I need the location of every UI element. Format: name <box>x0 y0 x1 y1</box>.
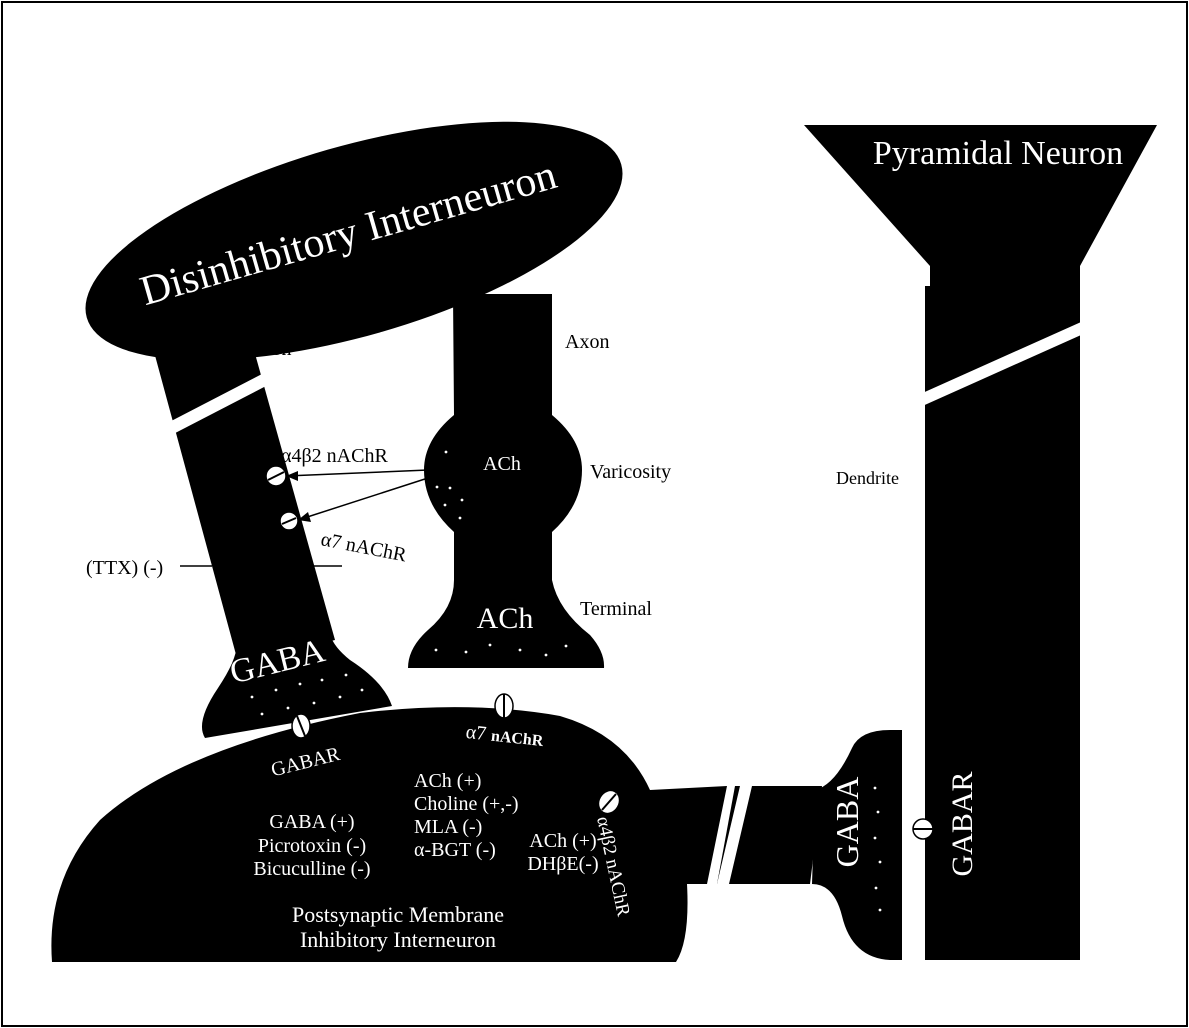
receptors <box>265 465 934 840</box>
a7-receptor-icon <box>279 511 299 531</box>
gabar-ligand-1: GABA (+) <box>269 811 354 833</box>
ach-varicosity-label: ACh <box>483 453 521 475</box>
a4b2-ligand-2: DHβE(-) <box>527 853 598 875</box>
arrows <box>180 469 429 567</box>
arrowhead-a7 <box>298 512 311 522</box>
disinhibitory-axon <box>140 300 335 662</box>
a7-left-alpha: α7 <box>319 528 343 554</box>
a7-membrane-receptor-icon <box>494 693 514 719</box>
pyramidal-dendrite <box>925 286 1080 960</box>
a7-membrane-alpha: α7 <box>465 721 488 745</box>
dendrite-label: Dendrite <box>836 468 899 488</box>
pyramidal-neuron-label: Pyramidal Neuron <box>873 135 1123 172</box>
a4b2-ligand-list: ACh (+) DHβE(-) <box>527 830 598 875</box>
gabar-pyramidal-label: GABAR <box>946 771 979 876</box>
varicosity-label: Varicosity <box>590 461 671 483</box>
a4b2-receptor-icon <box>265 465 287 487</box>
arrowhead-a4b2 <box>286 471 298 481</box>
arrow-a7 <box>297 477 429 521</box>
disinhibitory-interneuron: Disinhibitory Interneuron GABA <box>85 121 623 738</box>
ttx-label: (TTX) (-) <box>86 557 163 579</box>
gaba-right-vesicles <box>873 786 882 912</box>
disinhibitory-gaba-terminal <box>201 622 392 738</box>
cholinergic-axon-body <box>408 294 605 668</box>
gabar-ligand-2: Picrotoxin (-) <box>258 835 366 857</box>
a7-ligand-list: ACh (+) Choline (+,-) MLA (-) α-BGT (-) <box>414 770 519 861</box>
axon-left-label: Axon <box>247 338 291 360</box>
ach-vesicles <box>434 450 568 657</box>
a4b2-ligand-1: ACh (+) <box>529 830 596 852</box>
arrowheads <box>286 471 311 522</box>
gabar-ligand-3: Bicuculline (-) <box>253 858 370 880</box>
cholinergic-axon: ACh ACh <box>408 294 605 668</box>
a7-ligand-1: ACh (+) <box>414 770 481 792</box>
axon-break-left <box>150 374 266 444</box>
outer-labels: Axon Axon α4β2 nAChR α7 nAChR (TTX) (-) … <box>86 331 899 620</box>
terminal-label: Terminal <box>580 598 652 620</box>
axon-break-pyramidal <box>918 318 1090 408</box>
axon-break-postsynaptic <box>717 786 752 884</box>
a4b2-membrane-receptor-icon <box>597 789 621 815</box>
postsynaptic-interneuron: GABA GABAR GABA (+) Picrotoxin (-) Bicuc… <box>51 707 902 962</box>
arrow-a4b2 <box>285 469 429 477</box>
a7-ligand-2: Choline (+,-) <box>414 793 519 815</box>
gabar-pyramidal-receptor-icon <box>912 818 934 840</box>
ach-terminal-label: ACh <box>477 602 534 635</box>
disinhibitory-soma <box>85 121 623 361</box>
pyramidal-soma <box>804 125 1157 294</box>
gaba-vesicles <box>250 673 364 716</box>
postsynaptic-label-1: Postsynaptic Membrane <box>292 902 504 927</box>
a7-ligand-4: α-BGT (-) <box>414 839 496 861</box>
gabar-ligand-list: GABA (+) Picrotoxin (-) Bicuculline (-) <box>253 811 370 880</box>
a4b2-top-label: α4β2 nAChR <box>281 445 388 467</box>
postsynaptic-membrane-body <box>51 707 727 962</box>
axon-right-label: Axon <box>565 331 609 353</box>
pyramidal-neuron: Pyramidal Neuron GABAR <box>804 125 1157 960</box>
gabar-membrane-receptor-icon <box>291 713 311 739</box>
a7-membrane-label: α7 nAChR <box>465 721 545 751</box>
postsynaptic-label-2: Inhibitory Interneuron <box>300 927 496 952</box>
gaba-terminal-right-label: GABA <box>829 777 865 868</box>
a7-membrane-rest: nAChR <box>490 728 544 750</box>
a7-ligand-3: MLA (-) <box>414 816 482 838</box>
gaba-terminal-right <box>812 730 902 960</box>
